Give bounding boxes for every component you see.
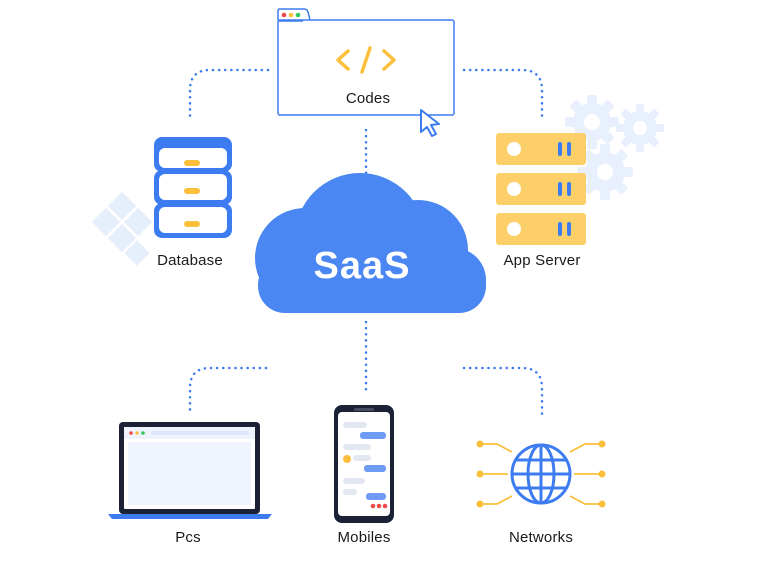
codes-label: Codes bbox=[345, 90, 391, 107]
cursor-arrow-icon bbox=[420, 109, 440, 137]
smartphone-icon bbox=[334, 405, 394, 523]
code-window-icon bbox=[277, 8, 455, 116]
server-rack-icon bbox=[496, 133, 586, 245]
laptop-icon bbox=[108, 422, 272, 519]
connector-codes-appserver bbox=[462, 68, 544, 120]
mobiles-label: Mobiles bbox=[337, 529, 391, 546]
connector-saas-pcs bbox=[188, 366, 268, 416]
code-brackets-icon bbox=[336, 46, 396, 74]
saas-label: SaaS bbox=[314, 245, 411, 287]
connector-lines bbox=[188, 68, 544, 416]
globe-network-icon bbox=[476, 440, 606, 508]
app-server-label: App Server bbox=[503, 252, 581, 269]
database-icon bbox=[154, 137, 232, 238]
connector-saas-networks bbox=[462, 366, 544, 416]
diamond-pattern-icon bbox=[91, 191, 153, 266]
networks-label: Networks bbox=[508, 529, 574, 546]
connector-codes-database bbox=[188, 68, 270, 120]
database-label: Database bbox=[157, 252, 223, 269]
pcs-label: Pcs bbox=[175, 529, 201, 546]
cloud-icon bbox=[255, 173, 486, 313]
